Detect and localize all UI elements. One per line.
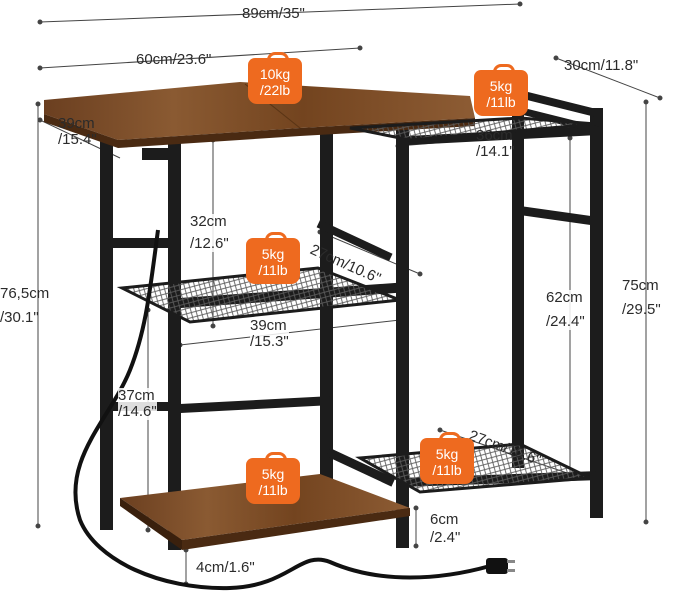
weight-icon: 5kg /11lb xyxy=(474,64,528,116)
right-top-load-lb: /11lb xyxy=(486,94,516,110)
right-height-value: 75cm xyxy=(622,277,659,294)
bottom-right-load-lb: /11lb xyxy=(432,462,462,478)
right-gap-inch: /24.4" xyxy=(546,313,585,330)
middle-mesh-width-label: 39cm /15.3" xyxy=(250,318,289,350)
mesh-top-width-label: 36cm /14.1" xyxy=(476,128,515,160)
right-gap-label: 62cm /24.4" xyxy=(546,290,585,330)
middle-mesh-width-inch: /15.3" xyxy=(250,333,289,350)
bottom-left-load-kg: 5kg xyxy=(261,466,285,482)
gap-top-value: 32cm xyxy=(190,213,227,230)
mesh-top-width-inch: /14.1" xyxy=(476,143,515,160)
foot-height-left-label: 4cm/1.6" xyxy=(196,559,255,576)
top-width-label: 60cm/23.6" xyxy=(136,51,212,68)
right-top-load-kg: 5kg xyxy=(489,78,513,94)
depth-left-value: 39cm xyxy=(58,115,95,132)
gap-top-label: 32cm /12.6" xyxy=(190,214,229,252)
bottom-wood-shelf xyxy=(120,474,410,550)
weight-icon: 5kg /11lb xyxy=(420,432,474,484)
right-gap-value: 62cm xyxy=(546,289,583,306)
bottom-right-mesh-shelf xyxy=(355,442,596,494)
mesh-top-width-value: 36cm xyxy=(476,127,513,144)
top-load-kg: 10kg xyxy=(259,66,291,82)
foot-height-right-value: 6cm xyxy=(430,511,459,528)
right-height-inch: /29.5" xyxy=(622,301,661,318)
overall-height-value: 76,5cm xyxy=(0,285,50,302)
overall-height-label: 76,5cm /30.1" xyxy=(0,286,49,326)
total-width-label: 89cm/35" xyxy=(242,5,305,22)
depth-right-label: 30cm/11.8" xyxy=(564,57,639,74)
middle-mesh-width-value: 39cm xyxy=(250,317,287,334)
right-height-label: 75cm /29.5" xyxy=(622,278,661,318)
lower-gap-value: 37cm xyxy=(118,387,155,404)
dimension-lines xyxy=(35,1,663,587)
bottom-right-load-kg: 5kg xyxy=(435,446,459,462)
power-plug-icon xyxy=(486,558,515,574)
middle-load-lb: /11lb xyxy=(258,262,288,278)
depth-left-inch: /15.4" xyxy=(58,131,97,148)
overall-height-inch: /30.1" xyxy=(0,309,39,326)
weight-icon: 5kg /11lb xyxy=(246,452,300,504)
weight-icon: 5kg /11lb xyxy=(246,232,300,284)
top-right-mesh-shelf xyxy=(349,116,597,142)
gap-top-inch: /12.6" xyxy=(190,235,229,252)
power-strip xyxy=(142,148,172,160)
foot-height-right-label: 6cm /2.4" xyxy=(430,512,460,546)
foot-height-right-inch: /2.4" xyxy=(430,529,461,546)
weight-icon: 10kg /22lb xyxy=(248,52,302,104)
power-cord xyxy=(73,229,491,591)
lower-gap-inch: /14.6" xyxy=(118,403,157,420)
top-load-lb: /22lb xyxy=(259,82,291,98)
bottom-left-load-lb: /11lb xyxy=(258,482,288,498)
middle-load-kg: 5kg xyxy=(261,246,285,262)
depth-left-label: 39cm /15.4" xyxy=(58,116,97,148)
lower-gap-label: 37cm /14.6" xyxy=(118,388,157,420)
